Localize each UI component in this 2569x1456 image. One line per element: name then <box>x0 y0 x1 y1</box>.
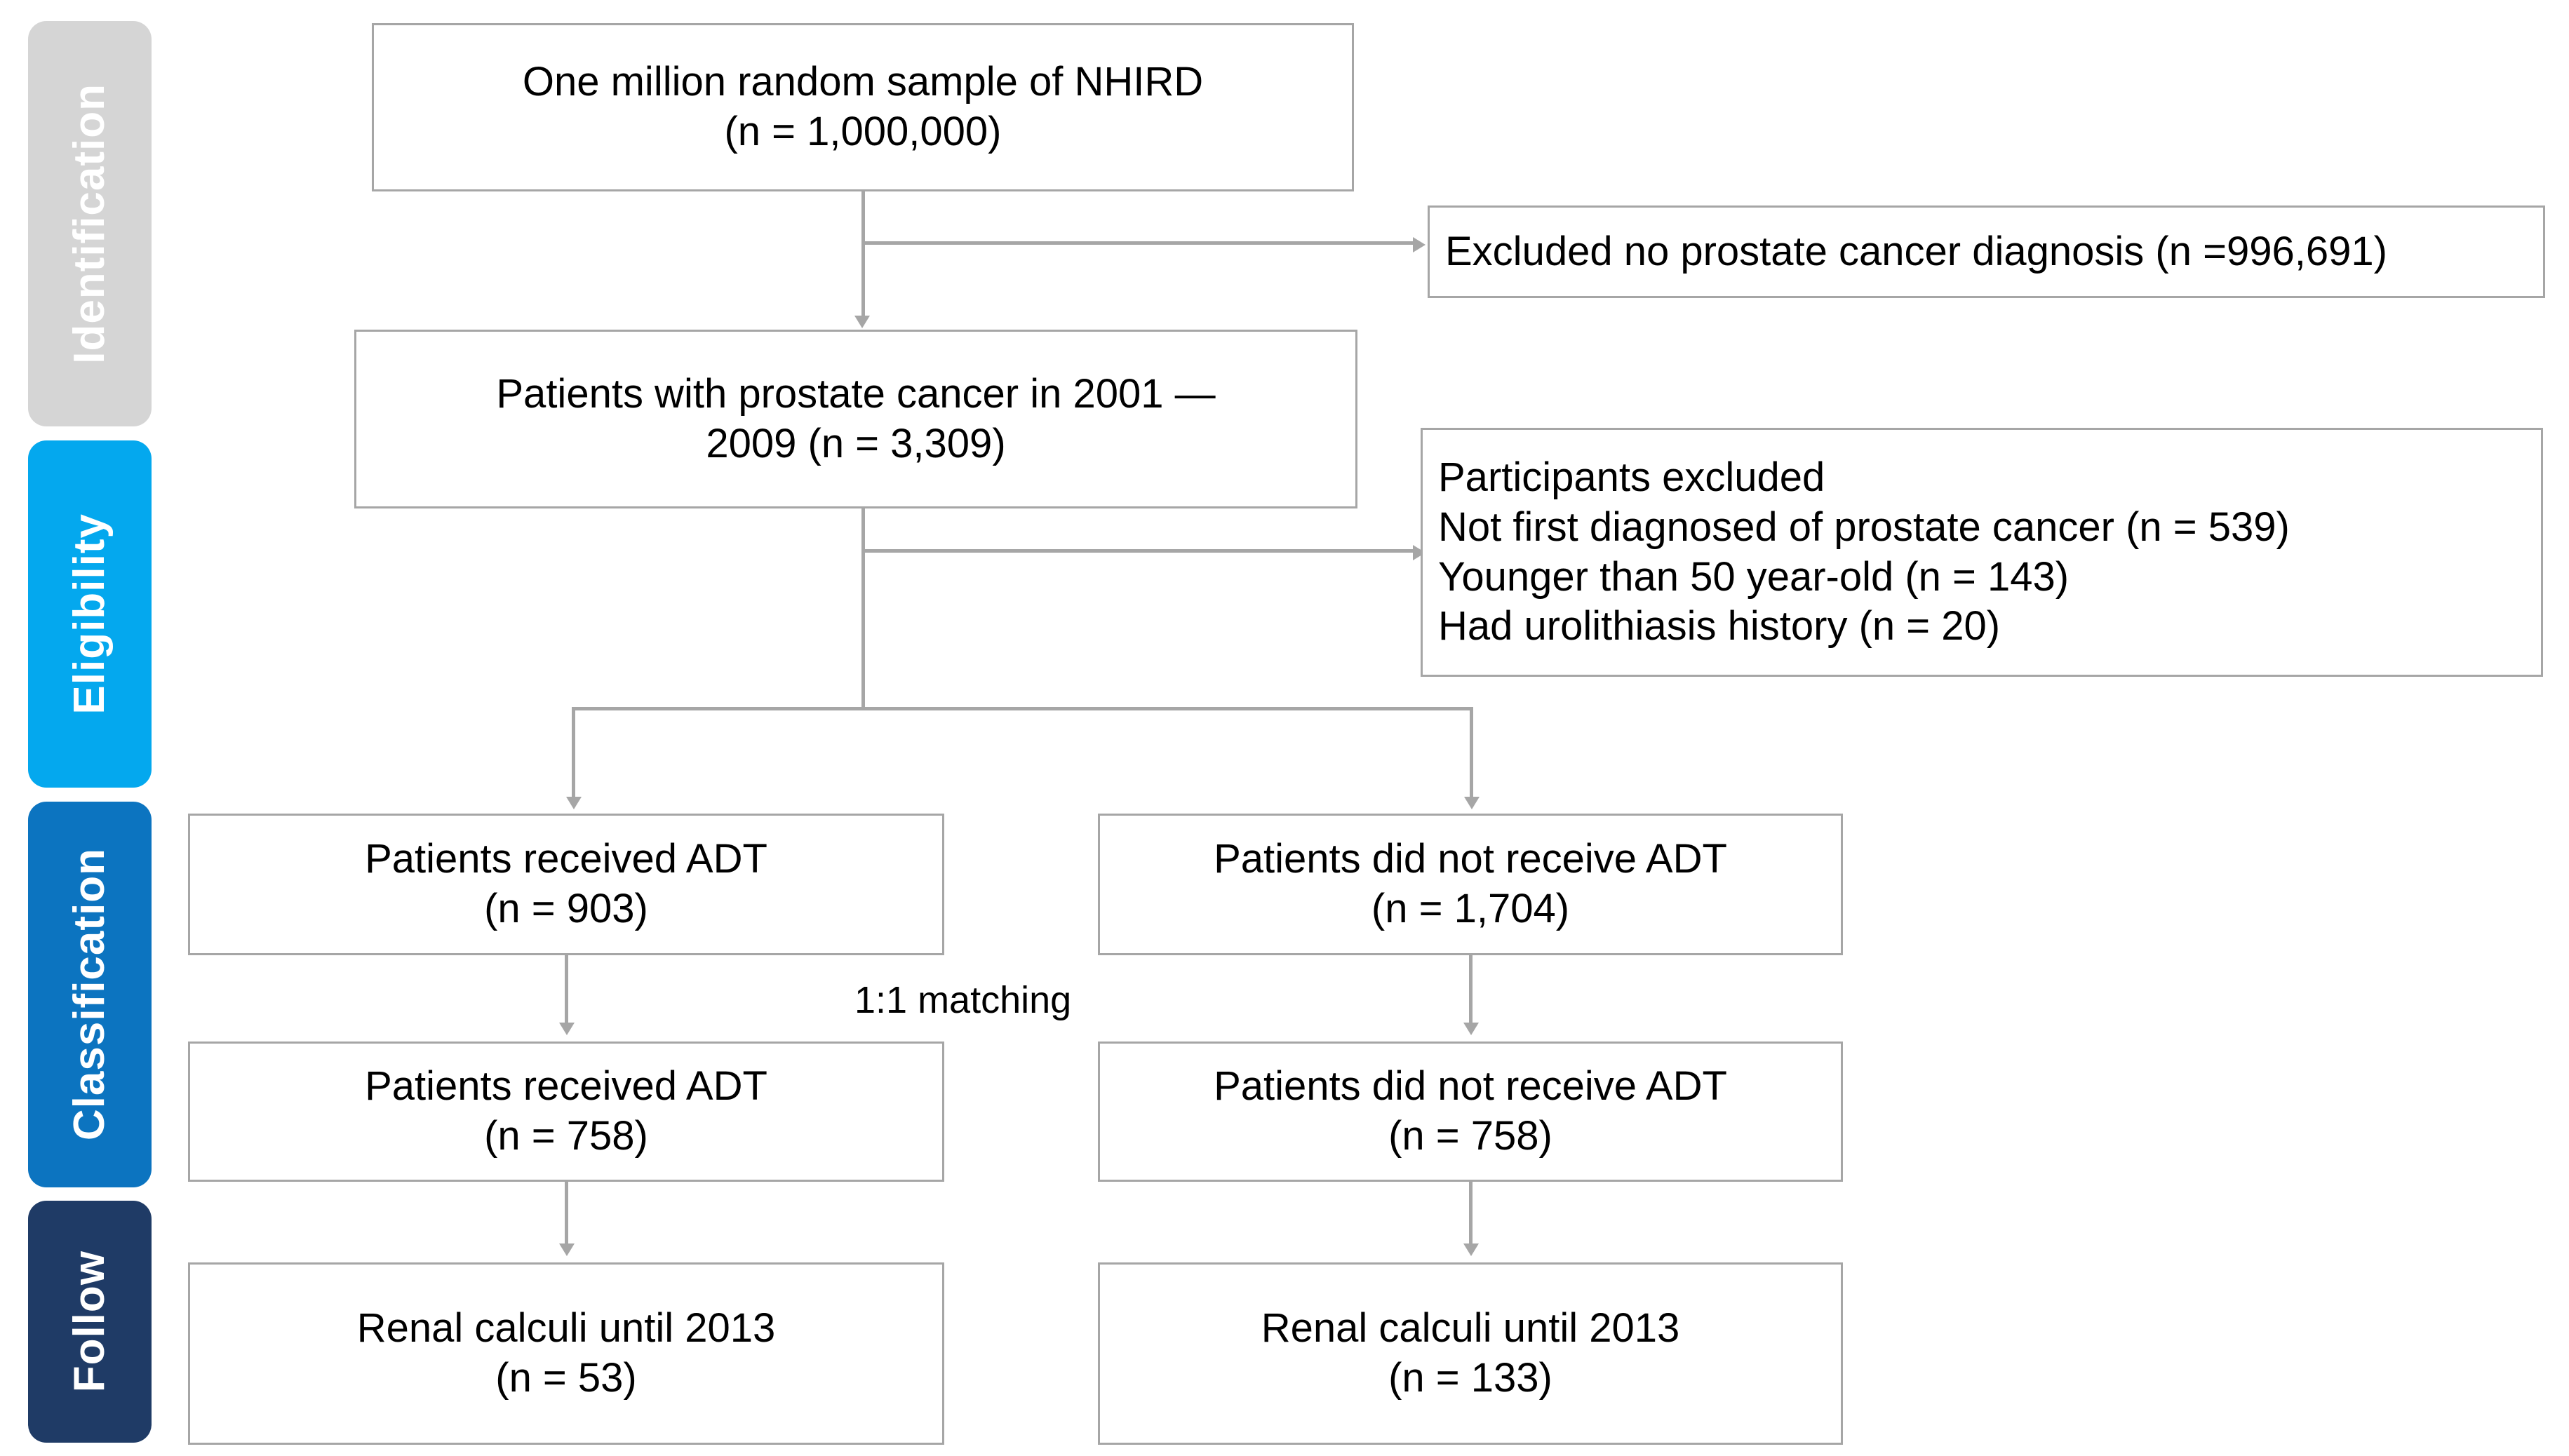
connector-split-left <box>572 707 575 800</box>
box-excluded-1-line-1: Excluded no prostate cancer diagnosis (n… <box>1445 228 2387 274</box>
box-source-population: One million random sample of NHIRD (n = … <box>372 23 1354 191</box>
connector-adt-row1-to-row2 <box>565 955 568 1025</box>
connector-source-to-excluded-1 <box>861 241 1416 245</box>
box-outcome-non-adt-group: Renal calculi until 2013 (n = 133) <box>1098 1262 1843 1445</box>
box-cohort-line-1: Patients with prostate cancer in 2001 — <box>496 370 1216 417</box>
box-adt-not-received-matched: Patients did not receive ADT (n = 758) <box>1098 1042 1843 1182</box>
box-excluded-2-line-3: Younger than 50 year-old (n = 143) <box>1438 553 2070 600</box>
box-cohort-line-2: 2009 (n = 3,309) <box>706 420 1006 466</box>
box-noadt-2-line-1: Patients did not receive ADT <box>1214 1063 1727 1110</box>
connector-adt-row2-to-outcome <box>565 1182 568 1246</box>
box-adt-not-received-unmatched: Patients did not receive ADT (n = 1,704) <box>1098 814 1843 955</box>
box-prostate-cancer-cohort: Patients with prostate cancer in 2001 — … <box>354 330 1357 508</box>
connector-noadt-row2-to-outcome <box>1469 1182 1473 1246</box>
arrowhead-split-right <box>1464 797 1480 809</box>
box-excluded-2-line-1: Participants excluded <box>1438 454 1825 500</box>
stage-identification-label: Identification <box>65 83 114 364</box>
box-outcome-1-line-1: Renal calculi until 2013 <box>356 1305 776 1351</box>
box-noadt-1-line-1: Patients did not receive ADT <box>1214 836 1727 882</box>
box-excluded-2-line-4: Had urolithiasis history (n = 20) <box>1438 603 2001 649</box>
connector-cohort-stem <box>861 508 865 710</box>
stage-classification-label: Classification <box>65 848 114 1141</box>
box-noadt-1-line-2: (n = 1,704) <box>1371 886 1570 931</box>
stage-follow: Follow <box>28 1201 152 1443</box>
arrowhead-source-to-cohort <box>854 316 870 328</box>
arrowhead-adt-row2-to-outcome <box>559 1243 575 1256</box>
box-noadt-2-line-2: (n = 758) <box>1388 1113 1552 1159</box>
box-outcome-1-line-2: (n = 53) <box>495 1355 637 1401</box>
connector-cohort-to-excluded-2 <box>861 549 1416 553</box>
stage-follow-label: Follow <box>65 1251 114 1393</box>
arrowhead-split-left <box>566 797 582 809</box>
box-excluded-no-prostate-cancer: Excluded no prostate cancer diagnosis (n… <box>1428 205 2545 298</box>
box-adt-1-line-1: Patients received ADT <box>365 836 767 882</box>
arrowhead-source-to-excluded-1 <box>1413 237 1426 252</box>
stage-eligibility-label: Eligibility <box>65 513 114 715</box>
connector-split-right <box>1470 707 1473 800</box>
arrowhead-noadt-row2-to-outcome <box>1463 1243 1479 1256</box>
box-adt-2-line-2: (n = 758) <box>484 1113 648 1159</box>
box-adt-2-line-1: Patients received ADT <box>365 1063 767 1110</box>
box-adt-received-matched: Patients received ADT (n = 758) <box>188 1042 944 1182</box>
box-outcome-2-line-2: (n = 133) <box>1388 1355 1552 1401</box>
box-participants-excluded: Participants excluded Not first diagnose… <box>1421 428 2543 677</box>
matching-annotation: 1:1 matching <box>854 979 1072 1021</box>
connector-noadt-row1-to-row2 <box>1469 955 1473 1025</box>
connector-split-bar <box>572 707 1473 710</box>
arrowhead-noadt-row1-to-row2 <box>1463 1023 1479 1035</box>
box-source-line-2: (n = 1,000,000) <box>724 109 1002 154</box>
stage-classification: Classification <box>28 802 152 1187</box>
stage-eligibility: Eligibility <box>28 440 152 788</box>
box-adt-1-line-2: (n = 903) <box>484 886 648 931</box>
box-outcome-2-line-1: Renal calculi until 2013 <box>1261 1305 1680 1351</box>
box-outcome-adt-group: Renal calculi until 2013 (n = 53) <box>188 1262 944 1445</box>
box-adt-received-unmatched: Patients received ADT (n = 903) <box>188 814 944 955</box>
stage-identification: Identification <box>28 21 152 426</box>
connector-source-to-cohort <box>861 191 865 318</box>
box-source-line-1: One million random sample of NHIRD <box>522 59 1204 105</box>
box-excluded-2-line-2: Not first diagnosed of prostate cancer (… <box>1438 504 2290 550</box>
arrowhead-adt-row1-to-row2 <box>559 1023 575 1035</box>
